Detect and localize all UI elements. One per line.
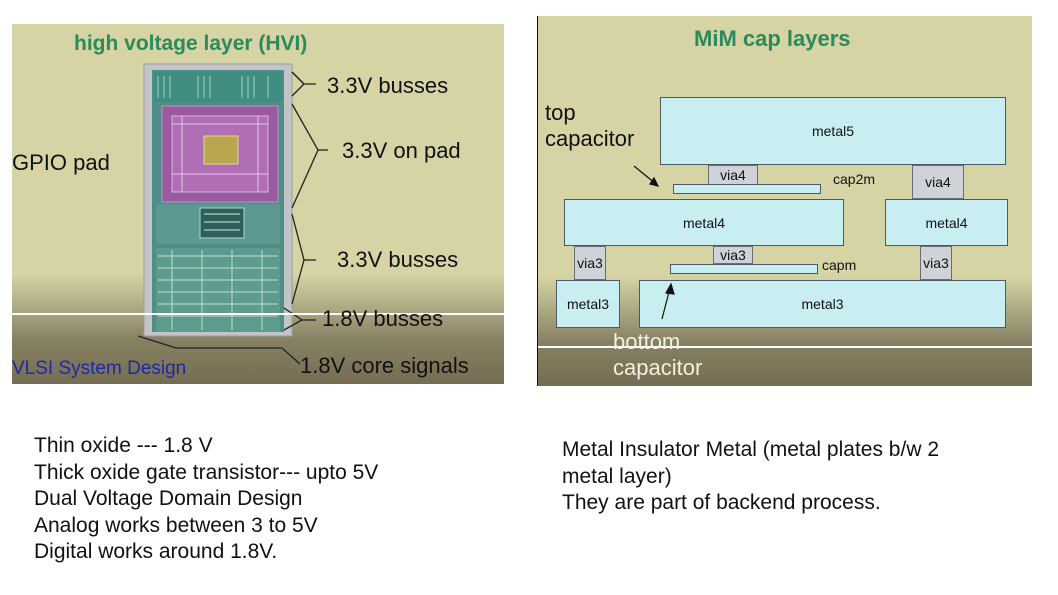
mim-cap-slide-panel: MiM cap layers top capacitor metal5 via4… [538,16,1032,386]
metal3-layer-b: metal3 [639,280,1006,328]
via3-b: via3 [920,246,952,280]
label-3v3-busses-mid: 3.3V busses [337,247,459,272]
hvi-slide-panel: high voltage layer (HVI) 3.3V busses 3.3… [12,24,504,384]
top-capacitor-label: top capacitor [545,100,634,152]
bottom-capacitor-line-2: capacitor [613,355,703,380]
note-line: Digital works around 1.8V. [34,540,278,563]
metal5-layer: metal5 [660,97,1006,165]
note-line: Thin oxide --- 1.8 V [34,434,213,457]
chip-layout-image [12,63,504,365]
via4-a: via4 [708,165,758,185]
capm-label: capm [822,257,857,273]
via3-mid: via3 [713,246,753,264]
left-notes: Thin oxide --- 1.8 V Thick oxide gate tr… [34,433,378,566]
label-3v3-on-pad: 3.3V on pad [342,138,461,163]
via3-a: via3 [574,246,606,280]
label-1v8-busses: 1.8V busses [322,306,444,331]
metal4-layer-a: metal4 [564,199,844,246]
note-line: Dual Voltage Domain Design [34,487,303,510]
via4-b: via4 [912,165,964,199]
mim-cap-title: MiM cap layers [694,26,851,51]
note-line: They are part of backend process. [562,491,881,514]
note-line: Metal Insulator Metal (metal plates b/w … [562,438,939,461]
label-gpio-pad: GPIO pad [12,150,110,175]
vlsi-system-design-footer: VLSI System Design [12,358,187,379]
cap2m-plate [673,184,821,194]
capm-plate [670,264,818,274]
note-line: Analog works between 3 to 5V [34,513,318,537]
right-notes: Metal Insulator Metal (metal plates b/w … [562,437,939,517]
label-3v3-busses-top: 3.3V busses [327,73,449,98]
metal3-layer-a: metal3 [556,280,620,328]
top-capacitor-line-2: capacitor [545,126,635,151]
bottom-capacitor-label: bottom capacitor [613,329,702,381]
cap2m-label: cap2m [833,171,876,187]
top-capacitor-line-1: top [545,100,576,125]
note-line: metal layer) [562,464,672,488]
label-1v8-core-signals: 1.8V core signals [300,353,469,378]
hvi-title: high voltage layer (HVI) [74,32,308,55]
note-line: Thick oxide gate transistor--- upto 5V [34,460,379,484]
bottom-capacitor-line-1: bottom [613,329,681,354]
metal4-layer-b: metal4 [885,199,1008,246]
